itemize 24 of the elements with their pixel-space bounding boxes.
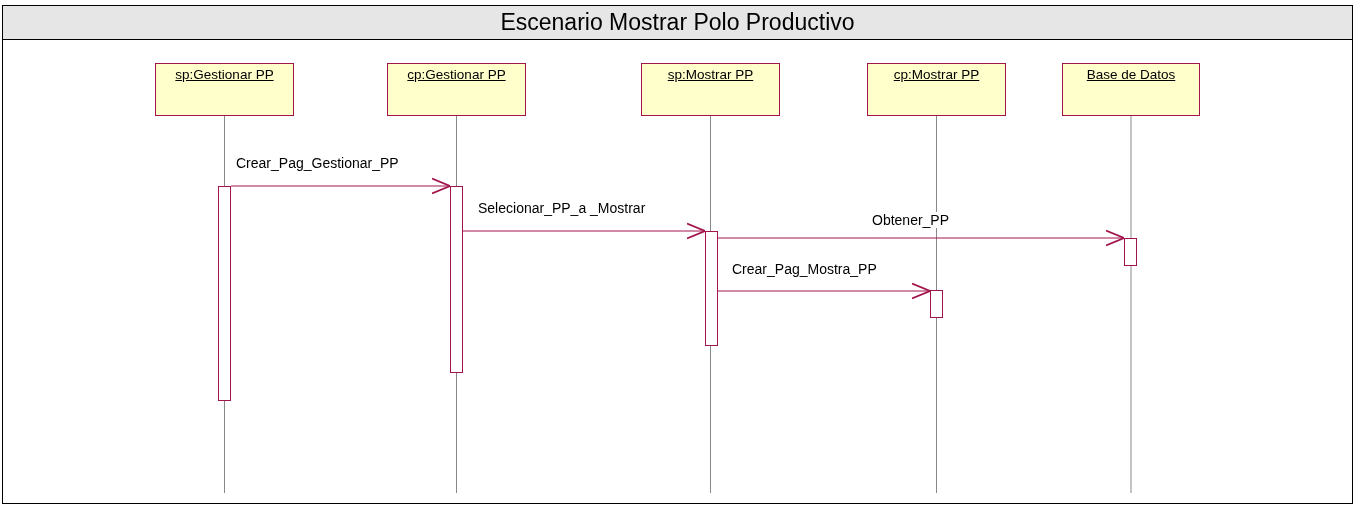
message-label: Crear_Pag_Mostra_PP	[731, 261, 878, 277]
object-box	[155, 63, 294, 116]
activation-bar	[930, 290, 943, 318]
message-arrow	[462, 222, 706, 240]
message-label: Crear_Pag_Gestionar_PP	[235, 155, 400, 171]
object-name: Base de Datos	[1086, 67, 1176, 82]
message-arrow	[717, 229, 1125, 247]
activation-bar	[1124, 238, 1137, 266]
activation-bar	[450, 186, 463, 373]
frame-title: Escenario Mostrar Polo Productivo	[2, 5, 1353, 40]
message-label: Obtener_PP	[871, 212, 951, 228]
activation-bar	[705, 231, 718, 346]
object-name: cp:Gestionar PP	[407, 67, 506, 82]
object-box	[641, 63, 780, 116]
object-name: sp:Gestionar PP	[175, 67, 274, 82]
message-arrow	[717, 282, 931, 300]
object-box	[1062, 63, 1200, 116]
message-label: Selecionar_PP_a _Mostrar	[477, 200, 647, 216]
message-arrow	[230, 177, 451, 195]
object-name: sp:Mostrar PP	[667, 67, 754, 82]
object-box	[387, 63, 526, 116]
object-name: cp:Mostrar PP	[893, 67, 980, 82]
object-box	[867, 63, 1006, 116]
activation-bar	[218, 186, 231, 401]
